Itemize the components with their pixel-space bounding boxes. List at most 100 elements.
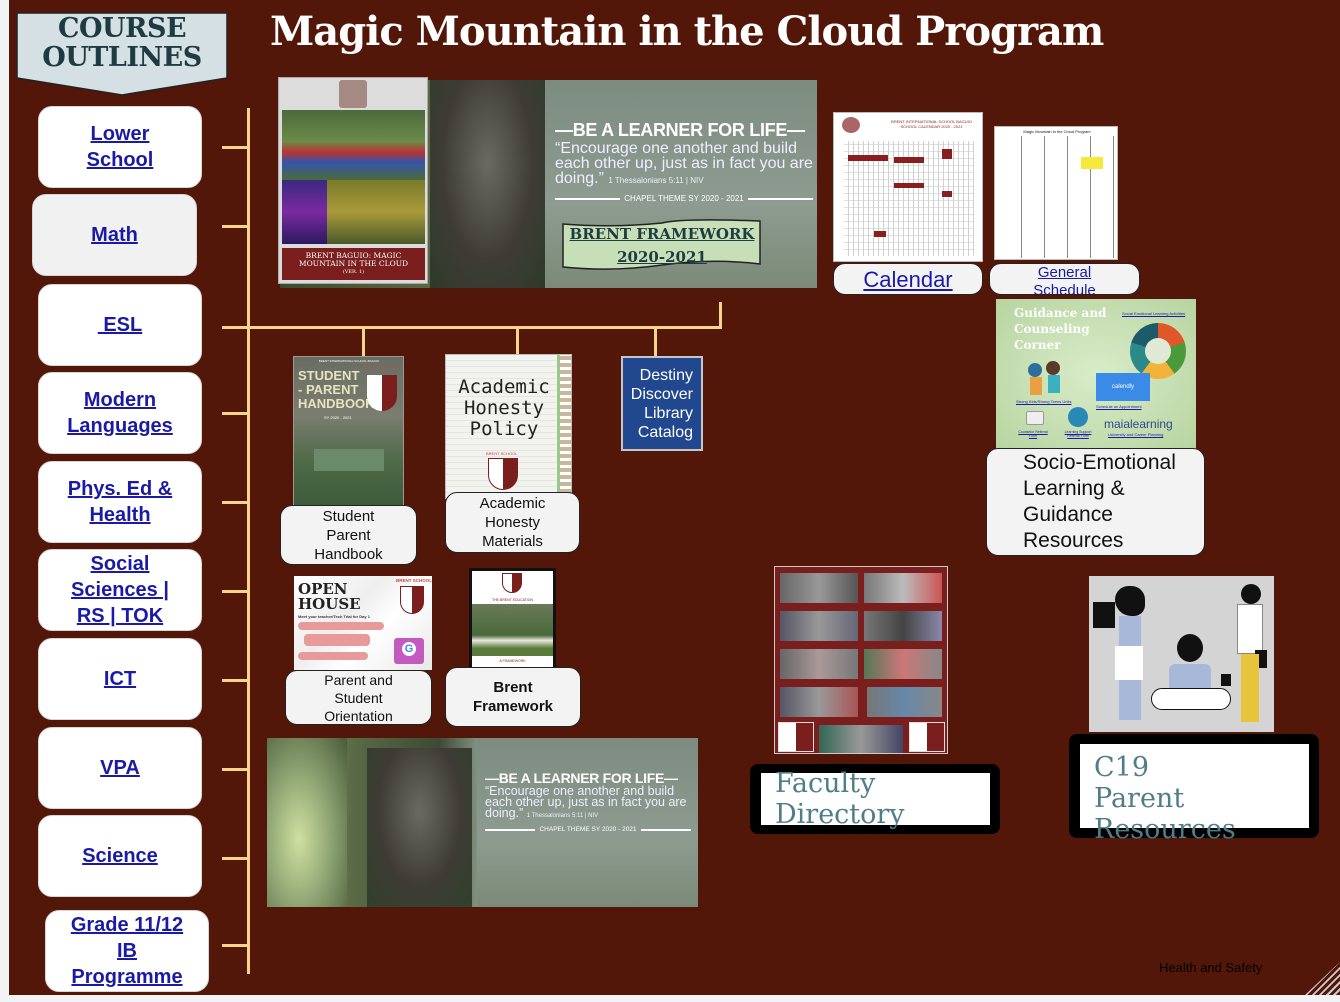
- faculty-photo-grid[interactable]: [774, 566, 948, 754]
- strong-kids-link[interactable]: Strong Kids/Strong Teens Units: [1016, 399, 1072, 404]
- timeline-tick: [222, 679, 248, 682]
- timeline-tick: [222, 146, 248, 149]
- nav-link-label[interactable]: Math: [91, 224, 138, 246]
- counselor-form-link[interactable]: Counselor Referral Form: [1018, 430, 1048, 438]
- nav-phys-ed-health[interactable]: Phys. Ed & Health: [38, 461, 202, 543]
- nav-link-label[interactable]: Phys. Ed & Health: [67, 478, 173, 526]
- handbook-caption[interactable]: Student Parent Handbook: [280, 505, 417, 565]
- calendar-link[interactable]: Calendar: [863, 266, 953, 292]
- timeline-tick: [222, 768, 248, 771]
- nav-link-label[interactable]: ICT: [103, 668, 137, 690]
- learning-support-link[interactable]: Learning Support Referral Form: [1064, 430, 1092, 438]
- nav-math[interactable]: Math: [32, 194, 197, 276]
- google-icon: G: [402, 642, 416, 656]
- figure-body: [1237, 604, 1263, 654]
- performance-photo: [282, 180, 327, 244]
- honesty-caption[interactable]: Academic Honesty Materials: [445, 492, 580, 553]
- faculty-photo: [864, 611, 942, 641]
- calendar-highlight: [894, 183, 924, 188]
- nav-esl[interactable]: ESL: [38, 284, 202, 366]
- chapel-theme-banner-bottom[interactable]: —BE A LEARNER FOR LIFE— “Encourage one a…: [267, 738, 698, 907]
- nav-link-label[interactable]: Social Sciences | RS | TOK: [71, 553, 169, 627]
- schedule-grid: [999, 136, 1115, 258]
- school-crest-icon: [778, 722, 814, 752]
- nav-link-label[interactable]: Science: [82, 845, 158, 867]
- figure-hair: [1115, 586, 1145, 616]
- sel-wheel-center: [1145, 338, 1171, 364]
- nav-vpa[interactable]: VPA: [38, 727, 202, 809]
- figure-legs: [1151, 688, 1231, 710]
- group-photo: [282, 110, 425, 180]
- faculty-photo: [780, 687, 858, 717]
- nav-link-label[interactable]: Grade 11/12 IB Programme: [70, 914, 184, 988]
- timeline-branch-drop: [362, 327, 365, 357]
- nav-link-label[interactable]: Modern Languages: [67, 389, 173, 437]
- timeline-tick: [222, 501, 248, 504]
- nav-social-sciences[interactable]: Social Sciences | RS | TOK: [38, 549, 202, 631]
- maia-logo: maialearning: [1104, 417, 1173, 431]
- school-crest-icon: [339, 80, 367, 108]
- badge-text: COURSE OUTLINES: [16, 14, 228, 72]
- nav-ict[interactable]: ICT: [38, 638, 202, 720]
- brent-framework-ribbon[interactable]: BRENT FRAMEWORK 2020-2021: [562, 218, 762, 270]
- foliage-blur: [267, 738, 347, 907]
- honesty-cover[interactable]: Academic Honesty Policy BRENT SCHOOL: [445, 354, 572, 500]
- openhouse-cover[interactable]: OPEN HOUSE Meet your teacher/Tech Trial …: [294, 576, 432, 670]
- openhouse-caption[interactable]: Parent and Student Orientation: [285, 670, 432, 725]
- ribbon-shape: [562, 219, 761, 270]
- calendar-highlight: [942, 191, 952, 197]
- kids-illustration: [1026, 357, 1066, 397]
- faculty-directory-frame[interactable]: Faculty Directory: [750, 764, 1000, 834]
- framework-caption[interactable]: Brent Framework: [445, 667, 581, 727]
- nav-link-label[interactable]: ESL: [97, 314, 143, 336]
- nav-link-label[interactable]: VPA: [100, 757, 140, 779]
- framework-link[interactable]: BRENT FRAMEWORK 2020-2021: [569, 225, 755, 266]
- handbook-cover[interactable]: BRENT INTERNATIONAL SCHOOL BAGUIO STUDEN…: [293, 356, 404, 506]
- schedule-link-box[interactable]: General Schedule: [989, 263, 1140, 295]
- nav-ib-programme[interactable]: Grade 11/12 IB Programme: [45, 910, 209, 992]
- guidance-caption[interactable]: Socio-Emotional Learning & Guidance Reso…: [986, 448, 1205, 556]
- honesty-cover-title: Academic Honesty Policy: [458, 376, 550, 440]
- framework-doc-cover[interactable]: THE BRENT EDUCATION A FRAMEWORK: [469, 568, 556, 668]
- faculty-directory-link[interactable]: Faculty Directory: [761, 768, 990, 830]
- faculty-photo: [864, 573, 942, 603]
- campus-building: [314, 449, 384, 471]
- maia-link[interactable]: University and Career Planning: [1108, 432, 1164, 437]
- figure-skirt: [1115, 646, 1143, 680]
- nav-modern-languages[interactable]: Modern Languages: [38, 372, 202, 454]
- schedule-doc-title: Magic Mountain in the Cloud Program: [1023, 129, 1091, 134]
- timeline-branch-drop: [516, 327, 519, 355]
- faculty-photo: [780, 611, 858, 641]
- timeline-branch-drop: [654, 327, 657, 357]
- calendar-link-box[interactable]: Calendar: [833, 263, 983, 295]
- nav-link-label[interactable]: Lower School: [86, 123, 154, 171]
- calendly-button[interactable]: calendly: [1096, 373, 1150, 401]
- guidance-corner-panel[interactable]: Guidance and Counseling Corner Social Em…: [996, 299, 1196, 449]
- school-crest-icon: [502, 573, 522, 593]
- coffee-cup-icon: [1221, 674, 1231, 686]
- c19-parent-resources-link[interactable]: C19 Parent Resources: [1080, 744, 1309, 845]
- library-catalog-button[interactable]: Destiny Discover Library Catalog: [621, 356, 703, 451]
- timeline-vertical-line: [247, 108, 250, 974]
- c19-illustration[interactable]: [1089, 576, 1274, 732]
- figure-body: [1119, 616, 1141, 646]
- schedule-appointment-link[interactable]: Schedule an Appointment: [1096, 404, 1142, 409]
- schedule-link[interactable]: General Schedule: [1033, 264, 1096, 295]
- nav-lower-school[interactable]: Lower School: [38, 106, 202, 188]
- statue-photo: [472, 604, 553, 656]
- chat-bubble-icon: [1026, 411, 1044, 425]
- school-crest-icon: [842, 117, 860, 133]
- figure-legs: [1241, 654, 1259, 722]
- quote-heading: —BE A LEARNER FOR LIFE—: [555, 120, 805, 140]
- schedule-thumbnail[interactable]: Magic Mountain in the Cloud Program: [994, 126, 1118, 260]
- sel-activities-link[interactable]: Social Emotional Learning Activities: [1122, 311, 1186, 316]
- magic-mountain-cover[interactable]: BRENT BAGUIO: MAGIC MOUNTAIN IN THE CLOU…: [278, 77, 428, 284]
- calendar-highlight: [942, 149, 952, 159]
- handbook-cover-title: STUDENT - PARENT HANDBOOK: [298, 368, 375, 411]
- c19-frame[interactable]: C19 Parent Resources: [1069, 734, 1319, 845]
- quote-footer: CHAPEL THEME SY 2020 - 2021: [555, 194, 813, 203]
- nav-science[interactable]: Science: [38, 815, 202, 897]
- quote-citation: 1 Thessalonians 5:11 | NIV: [608, 176, 704, 185]
- calendar-highlight: [894, 157, 924, 163]
